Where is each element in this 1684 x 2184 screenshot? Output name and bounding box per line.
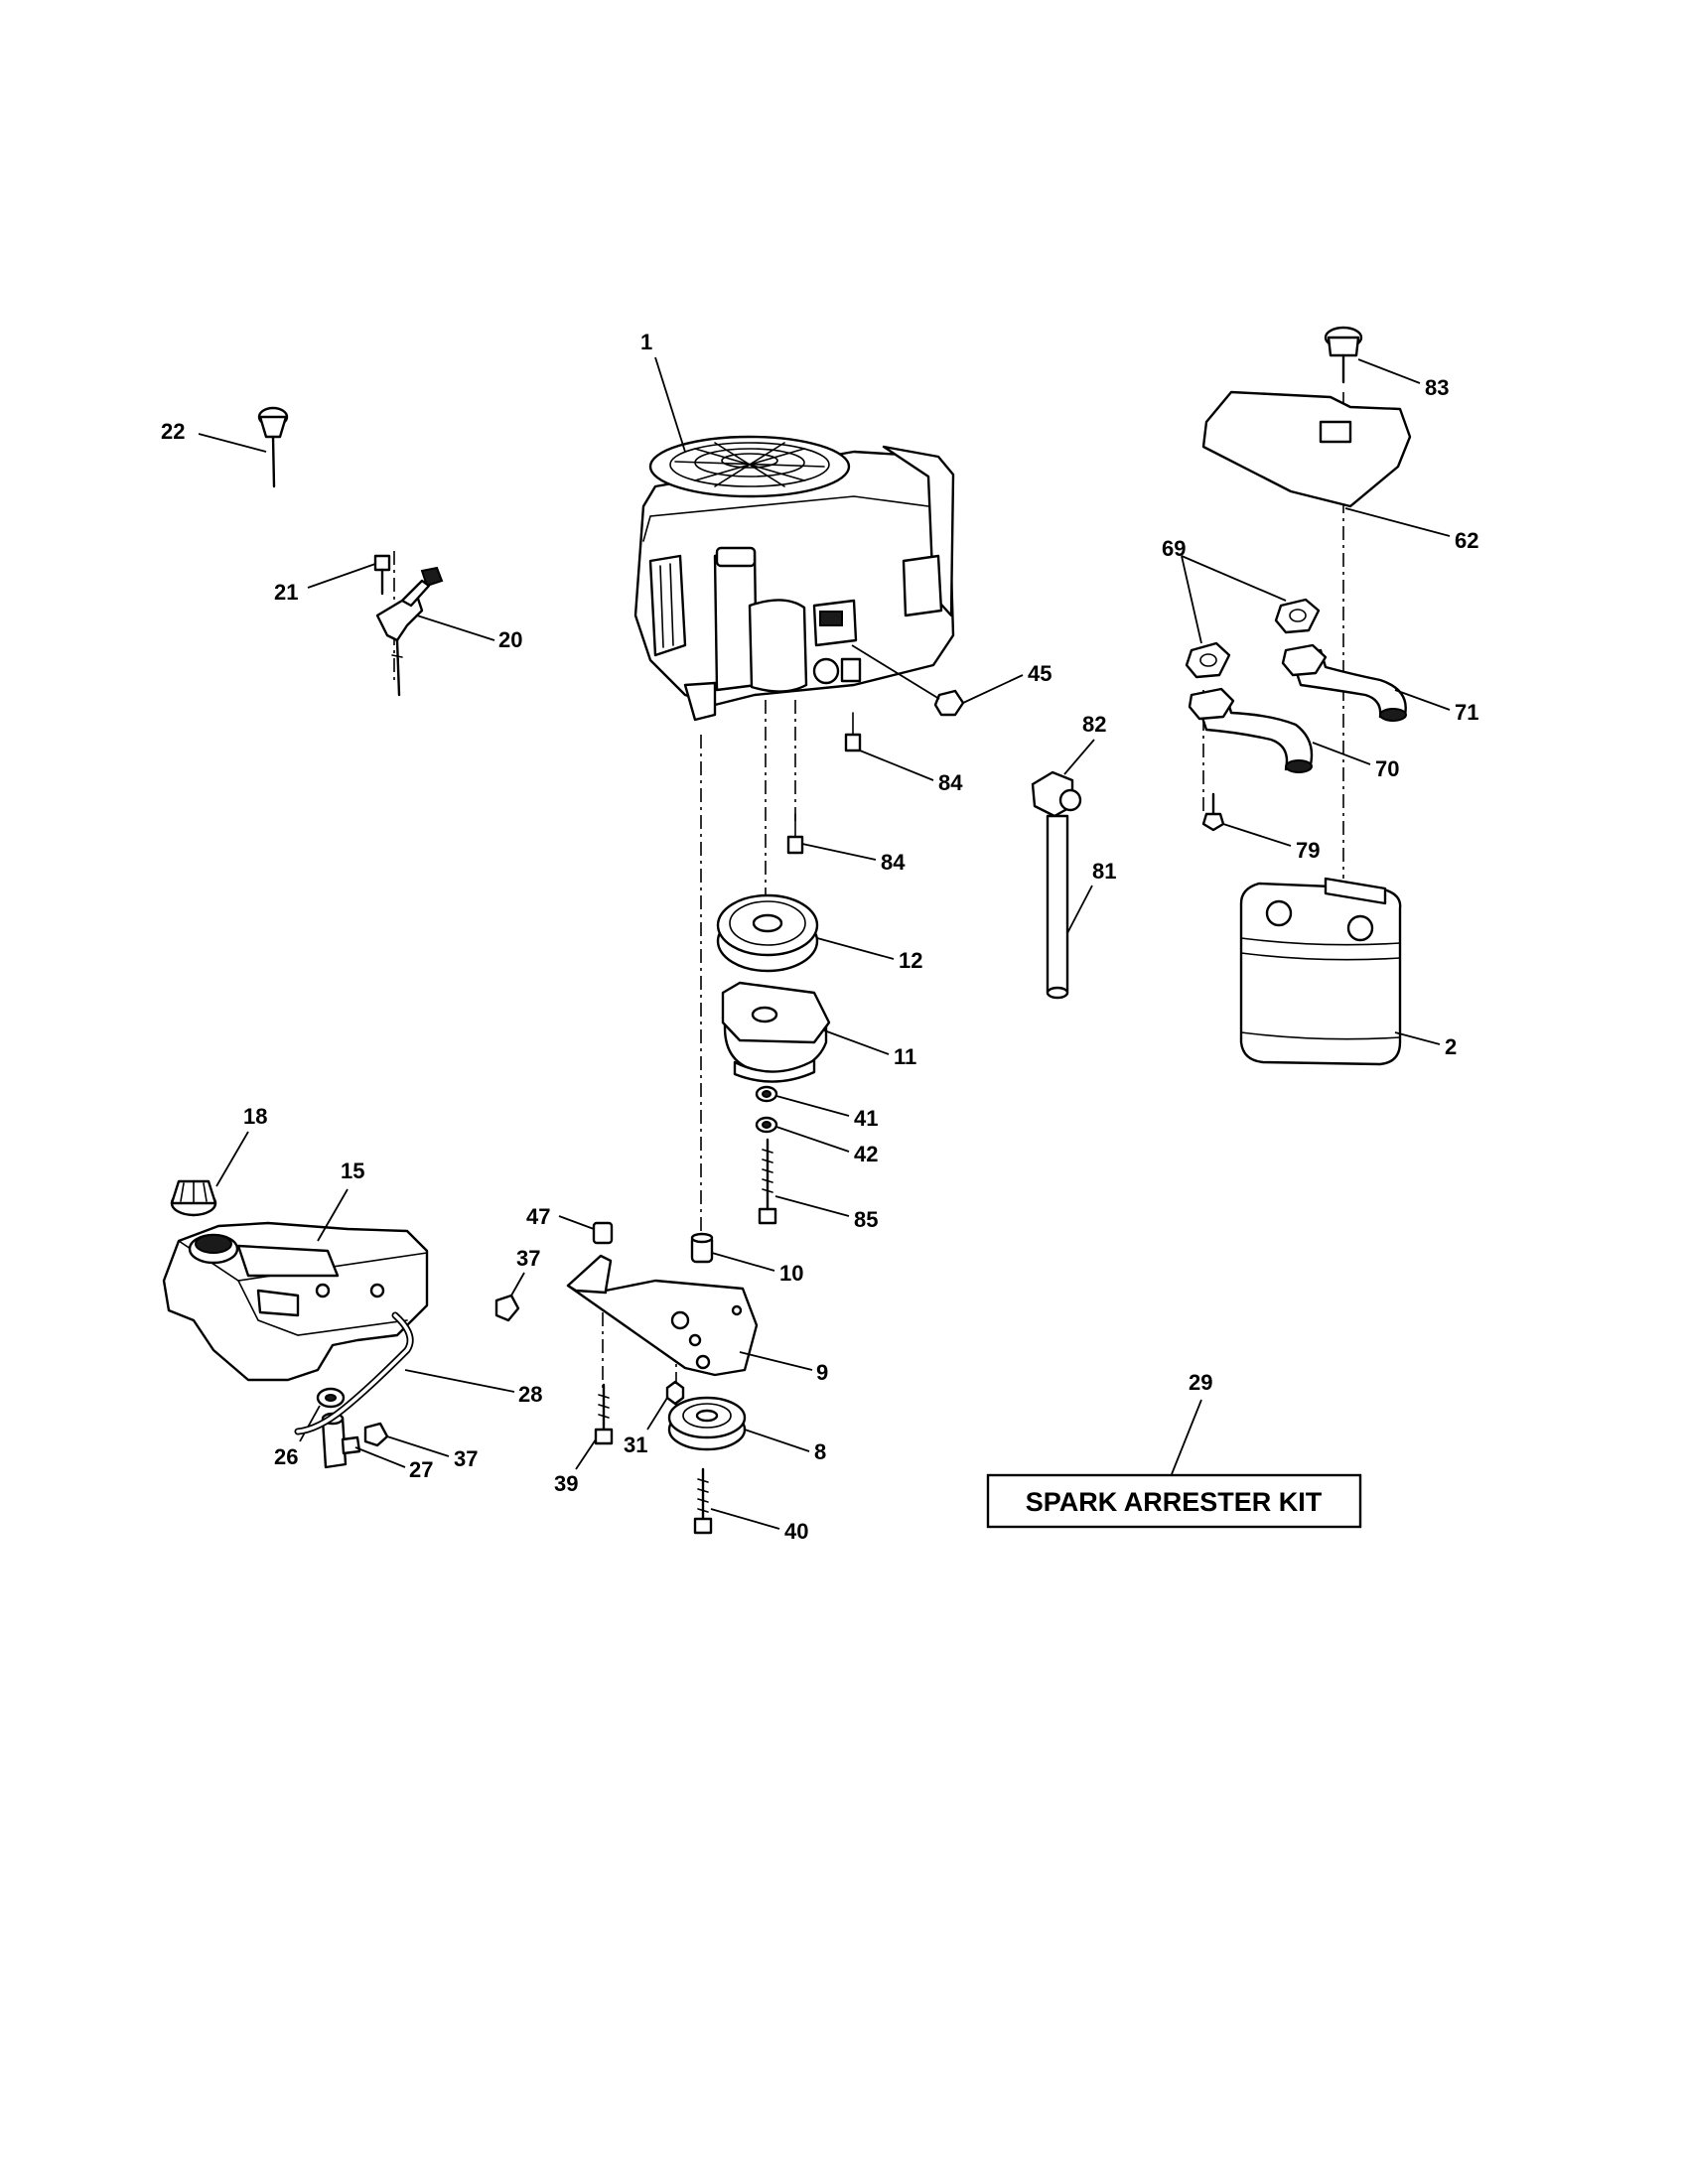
callout-69: 69 (1162, 536, 1186, 561)
callout-29: 29 (1189, 1370, 1212, 1395)
idler-pulley (667, 1396, 810, 1452)
shield-knob (1324, 326, 1421, 384)
callout-41: 41 (854, 1106, 878, 1131)
callout-8: 8 (814, 1439, 826, 1464)
callout-9: 9 (816, 1360, 828, 1385)
callout-85: 85 (854, 1207, 878, 1232)
bolt-upper (844, 712, 934, 781)
exhaust-pipe-71 (1281, 643, 1451, 722)
fuel-cap (170, 1131, 249, 1217)
callout-11: 11 (894, 1044, 916, 1069)
callout-labels: 1 2 8 9 10 11 12 15 18 20 21 22 26 27 28… (161, 330, 1478, 1544)
bolt-lower (786, 813, 877, 861)
fuel-hose (1046, 814, 1093, 1000)
fuel-line (294, 1311, 515, 1435)
callout-82: 82 (1082, 712, 1106, 737)
callout-42: 42 (854, 1142, 878, 1166)
callout-81: 81 (1092, 859, 1116, 884)
callout-40: 40 (784, 1519, 808, 1544)
small-nut (646, 1380, 685, 1431)
throttle-control (307, 554, 495, 697)
exhaust-gaskets (1181, 555, 1321, 679)
callout-2: 2 (1445, 1034, 1457, 1059)
muffler-screw (1201, 792, 1292, 847)
callout-18: 18 (243, 1104, 267, 1129)
hose-clamp-lower (363, 1422, 450, 1457)
callout-27: 27 (409, 1457, 433, 1482)
hose-clamp-upper (494, 1272, 525, 1322)
callout-47: 47 (526, 1204, 550, 1229)
callout-10: 10 (779, 1261, 803, 1286)
nut (851, 644, 1024, 717)
callout-37-upper: 37 (516, 1246, 540, 1271)
washer-42 (755, 1116, 850, 1153)
washer-41 (755, 1085, 850, 1117)
fuel-shutoff-valve (321, 1412, 406, 1469)
bushing (690, 1232, 775, 1272)
fuel-pump (1031, 739, 1095, 818)
callout-15: 15 (341, 1159, 364, 1183)
muffler (1239, 877, 1441, 1066)
callout-28: 28 (518, 1382, 542, 1407)
pulley-bolt (693, 1467, 780, 1535)
long-bolt (758, 1138, 850, 1225)
exhaust-pipe-70 (1188, 687, 1371, 773)
spacer (558, 1215, 614, 1245)
callout-39: 39 (554, 1471, 578, 1496)
bracket-bolt (575, 1383, 614, 1470)
callout-70: 70 (1375, 756, 1399, 781)
electric-clutch (721, 981, 890, 1083)
callout-22: 22 (161, 419, 185, 444)
choke-knob (198, 406, 289, 488)
tank-bushing (299, 1387, 346, 1442)
callout-37-lower: 37 (454, 1446, 478, 1471)
callout-21: 21 (274, 580, 298, 605)
callout-84-upper: 84 (938, 770, 963, 795)
callout-20: 20 (498, 627, 522, 652)
idler-bracket (566, 1254, 813, 1377)
callout-83: 83 (1425, 375, 1449, 400)
spark-arrester-kit: SPARK ARRESTER KIT (986, 1399, 1362, 1529)
heat-shield (1201, 390, 1451, 537)
callout-62: 62 (1455, 528, 1478, 553)
callout-45: 45 (1028, 661, 1052, 686)
spark-arrester-kit-label: SPARK ARRESTER KIT (1026, 1487, 1323, 1517)
callout-71: 71 (1455, 700, 1478, 725)
callout-79: 79 (1296, 838, 1320, 863)
callout-1: 1 (640, 330, 652, 354)
callout-26: 26 (274, 1444, 298, 1469)
engine (633, 435, 955, 722)
engine-pulley (716, 893, 895, 973)
callout-12: 12 (899, 948, 922, 973)
fuel-tank (162, 1188, 429, 1382)
callout-84-lower: 84 (881, 850, 906, 875)
callout-31: 31 (624, 1433, 647, 1457)
